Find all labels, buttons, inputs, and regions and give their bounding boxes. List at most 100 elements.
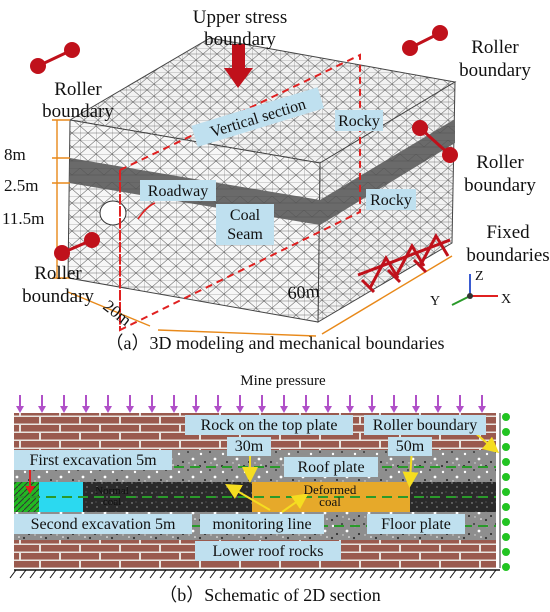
- axis-x-label: X: [501, 292, 511, 307]
- axis-triad: Z X Y: [430, 269, 511, 309]
- roller-tl-label-1: Roller: [54, 79, 102, 100]
- roof-plate-text: Roof plate: [297, 459, 364, 476]
- deformed-coal-text-2: coal: [319, 494, 341, 509]
- floor-plate-tag: Floor plate: [367, 514, 465, 534]
- dim-8m-label: 8m: [4, 145, 26, 164]
- ground-hatch-mark: [369, 569, 377, 579]
- ground-hatch-mark: [99, 569, 107, 579]
- ground-hatch-mark: [129, 569, 137, 579]
- roller-boundary-tr: [402, 25, 448, 56]
- ground-hatch-mark: [69, 569, 77, 579]
- ground-hatch-mark: [379, 569, 387, 579]
- ground-hatch-mark: [9, 569, 17, 579]
- ground-hatch-mark: [109, 569, 117, 579]
- ground-hatch-mark: [229, 569, 237, 579]
- ground-hatch-mark: [359, 569, 367, 579]
- pressure-arrow: [390, 395, 398, 413]
- rocky-side-text: Rocky: [370, 192, 412, 209]
- ground-hatch-mark: [239, 569, 247, 579]
- roller-boundary-r: [412, 120, 458, 163]
- roadway-opening: [99, 200, 127, 226]
- pressure-arrow: [60, 395, 68, 413]
- pressure-arrow: [236, 395, 244, 413]
- ground-hatch-mark: [429, 569, 437, 579]
- normal-coal-text-1: Normal: [95, 485, 129, 497]
- d30-text: 30m: [235, 438, 264, 455]
- pressure-arrow: [280, 395, 288, 413]
- pressure-arrow: [148, 395, 156, 413]
- ground-hatch-mark: [339, 569, 347, 579]
- dim-20m-label: 20m: [100, 296, 136, 330]
- dim-60m-label: 60m: [287, 281, 320, 303]
- ground-hatch-mark: [259, 569, 267, 579]
- ground-hatch-mark: [49, 569, 57, 579]
- axis-z-label: Z: [475, 269, 484, 284]
- first-excavation-tag: First excavation 5m: [14, 450, 172, 470]
- ground-hatch-mark: [59, 569, 67, 579]
- d50-text: 50m: [396, 438, 425, 455]
- pressure-arrow: [16, 395, 24, 413]
- roller-bl-label-2: boundary: [22, 286, 94, 307]
- ground-hatch-mark: [169, 569, 177, 579]
- panel-b-2d-section: Mine pressure: [9, 373, 510, 605]
- ground-hatch-mark: [269, 569, 277, 579]
- boundary-node: [502, 413, 510, 421]
- lower-roof-tag: Lower roof rocks: [195, 541, 341, 561]
- ground-hatch-mark: [29, 569, 37, 579]
- monitoring-line-text: monitoring line: [212, 516, 311, 533]
- pressure-arrow: [456, 395, 464, 413]
- ground-hatch-mark: [209, 569, 217, 579]
- ground-hatch-mark: [19, 569, 27, 579]
- boundary-node: [502, 473, 510, 481]
- roller-bl-label-1: Roller: [34, 263, 82, 284]
- deformed-coal-text-1: Deformed: [304, 482, 357, 497]
- ground-hatch-mark: [469, 569, 477, 579]
- fixed-boundary-symbol: [357, 232, 451, 294]
- ground-hatch-mark: [439, 569, 447, 579]
- roller-r-label-1: Roller: [476, 152, 524, 173]
- ground-hatch-mark: [79, 569, 87, 579]
- panel-b-caption: （b）Schematic of 2D section: [159, 585, 380, 605]
- monitoring-line-tag: monitoring line: [200, 514, 324, 534]
- ground-hatch-mark: [249, 569, 257, 579]
- axis-y-label: Y: [430, 294, 440, 309]
- panel-a-3d-model: Z X Y Upper stress boundary Roller bound…: [2, 7, 550, 353]
- first-excavation-text: First excavation 5m: [29, 452, 157, 469]
- lower-roof-text: Lower roof rocks: [212, 543, 323, 560]
- ground-hatch-mark: [299, 569, 307, 579]
- roller-r-label-2: boundary: [464, 175, 536, 196]
- pressure-arrow: [82, 395, 90, 413]
- fixed-label-1: Fixed: [486, 222, 530, 243]
- rocky-side-tag: Rocky: [366, 189, 416, 210]
- roller-boundary-tag: Roller boundary: [364, 415, 486, 435]
- normal-coal-text-2: coal: [103, 496, 121, 508]
- upper-stress-label-2: boundary: [204, 29, 276, 50]
- pressure-arrow: [38, 395, 46, 413]
- pressure-arrow: [126, 395, 134, 413]
- ground-hatch-mark: [279, 569, 287, 579]
- d50-tag: 50m: [388, 437, 432, 456]
- roller-boundary-tl: [30, 42, 80, 74]
- pressure-arrow: [478, 395, 486, 413]
- ground-hatch-mark: [119, 569, 127, 579]
- ground-hatch-mark: [89, 569, 97, 579]
- ground-hatch-mark: [189, 569, 197, 579]
- dim-11-5m-label: 11.5m: [2, 209, 44, 228]
- pressure-arrow: [192, 395, 200, 413]
- pressure-arrow: [434, 395, 442, 413]
- second-excavation-text: Second excavation 5m: [31, 516, 176, 533]
- second-excavation-zone: [39, 482, 83, 512]
- pressure-arrow: [214, 395, 222, 413]
- vertical-section-outline: [119, 53, 361, 332]
- boundary-node: [502, 458, 510, 466]
- pressure-arrow: [170, 395, 178, 413]
- upper-stress-arrow: [224, 44, 253, 88]
- roof-plate-tag: Roof plate: [284, 457, 378, 477]
- coal-seam-text-1: Coal: [230, 207, 261, 224]
- pressure-arrow: [258, 395, 266, 413]
- excavation-marker-head: [25, 486, 35, 494]
- rock-top-plate-tag: Rock on the top plate: [185, 415, 353, 435]
- ground-hatch-mark: [389, 569, 397, 579]
- ground-hatch-mark: [199, 569, 207, 579]
